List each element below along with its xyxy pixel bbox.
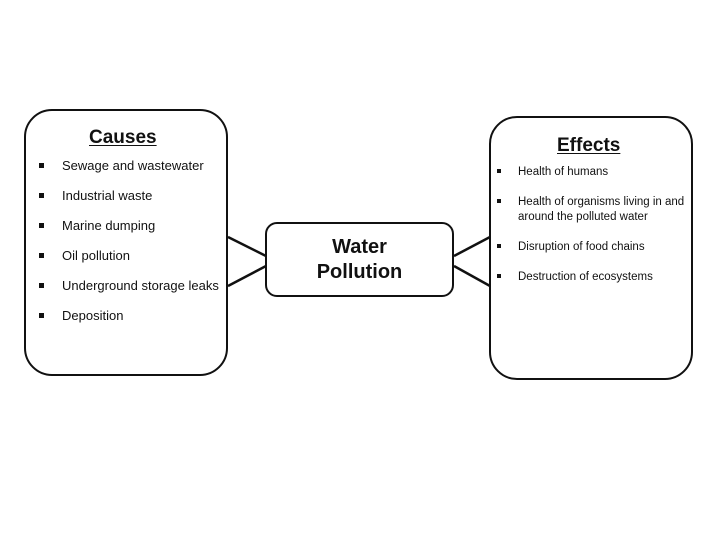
list-item: Industrial waste bbox=[39, 188, 223, 204]
list-item-label: Marine dumping bbox=[62, 218, 156, 233]
list-item: Underground storage leaks bbox=[39, 278, 223, 294]
list-item: Sewage and wastewater bbox=[39, 158, 223, 174]
bullet-icon bbox=[497, 199, 501, 203]
list-item-label: Health of humans bbox=[518, 166, 609, 178]
list-item-label: Deposition bbox=[62, 308, 124, 323]
list-item: Health of humans bbox=[497, 165, 689, 180]
bullet-icon bbox=[497, 244, 501, 248]
center-title-line-2: Pollution bbox=[316, 260, 403, 283]
effects-box: Effects Health of humans Health of organ… bbox=[489, 116, 693, 380]
bullet-icon bbox=[39, 283, 44, 288]
effects-list: Health of humans Health of organisms liv… bbox=[497, 165, 689, 300]
effects-title: Effects bbox=[557, 135, 621, 156]
connector-effects-lower bbox=[453, 264, 491, 288]
center-title-line-1: Water bbox=[332, 235, 387, 258]
list-item: Health of organisms living in and around… bbox=[497, 195, 689, 225]
list-item: Deposition bbox=[39, 308, 223, 324]
causes-title: Causes bbox=[89, 127, 157, 148]
center-topic-title: Water Pollution bbox=[317, 235, 403, 285]
connector-effects-upper bbox=[453, 235, 491, 258]
list-item: Marine dumping bbox=[39, 218, 223, 234]
connector-causes-lower bbox=[227, 264, 267, 288]
causes-box: Causes Sewage and wastewater Industrial … bbox=[24, 109, 228, 376]
bullet-icon bbox=[497, 169, 501, 173]
list-item: Disruption of food chains bbox=[497, 240, 689, 255]
causes-list: Sewage and wastewater Industrial waste M… bbox=[39, 158, 223, 338]
list-item: Oil pollution bbox=[39, 248, 223, 264]
bullet-icon bbox=[39, 193, 44, 198]
bullet-icon bbox=[39, 253, 44, 258]
center-topic-box: Water Pollution bbox=[265, 222, 454, 297]
bullet-icon bbox=[39, 223, 44, 228]
list-item-label: Oil pollution bbox=[62, 248, 130, 263]
list-item-label: Underground storage leaks bbox=[62, 278, 219, 293]
bullet-icon bbox=[39, 163, 44, 168]
bullet-icon bbox=[39, 313, 44, 318]
list-item-label: Destruction of ecosystems bbox=[518, 271, 653, 283]
list-item-label: Disruption of food chains bbox=[518, 241, 645, 253]
list-item-label: Sewage and wastewater bbox=[62, 158, 204, 173]
list-item-label: Industrial waste bbox=[62, 188, 153, 203]
connector-causes-upper bbox=[227, 235, 267, 258]
list-item-label: Health of organisms living in and around… bbox=[518, 196, 685, 223]
bullet-icon bbox=[497, 274, 501, 278]
list-item: Destruction of ecosystems bbox=[497, 270, 689, 285]
